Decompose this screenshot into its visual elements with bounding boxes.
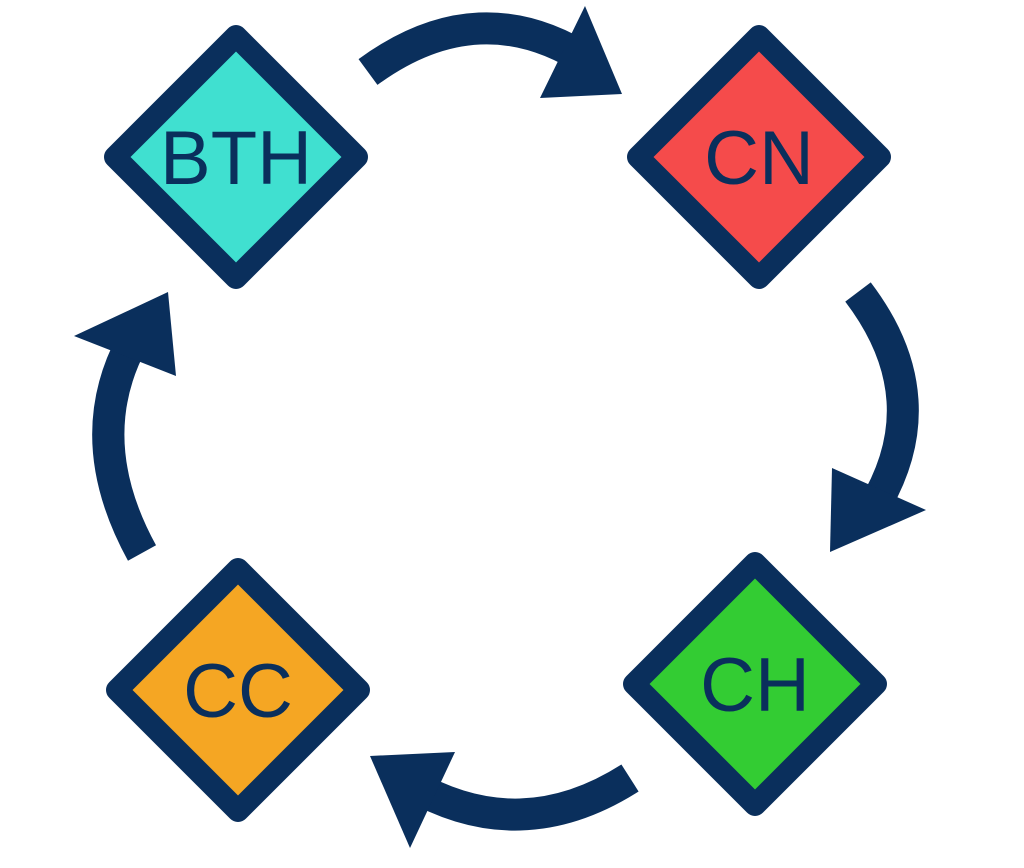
node-ch-diamond	[623, 552, 887, 816]
node-cc-diamond	[106, 558, 370, 822]
arrow-ch-to-cc	[370, 752, 639, 848]
node-cc-label: CC	[183, 649, 293, 734]
node-cn-diamond	[627, 25, 891, 289]
arrow-bth-to-cn	[358, 6, 622, 98]
node-bth-diamond	[104, 25, 368, 289]
node-ch-label: CH	[700, 643, 810, 728]
node-cn-label: CN	[704, 116, 814, 201]
arrow-cc-to-bth	[74, 292, 176, 561]
cycle-arrows	[74, 6, 926, 848]
node-bth: BTH	[104, 25, 368, 289]
node-bth-label: BTH	[160, 116, 312, 201]
node-ch: CH	[623, 552, 887, 816]
arrow-cn-to-ch	[830, 282, 926, 552]
node-cn: CN	[627, 25, 891, 289]
node-cc: CC	[106, 558, 370, 822]
